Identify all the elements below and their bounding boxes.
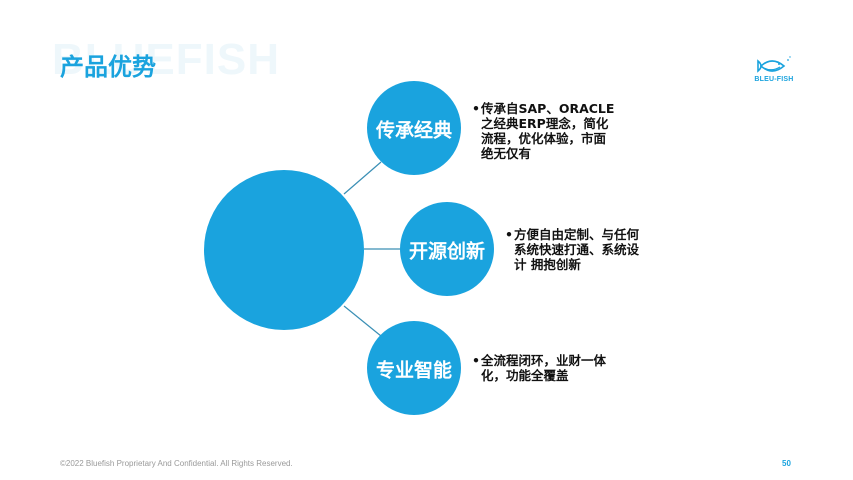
copyright-footer: ©2022 Bluefish Proprietary And Confident…	[60, 459, 293, 468]
watermark-text: BLUEFISH	[52, 35, 280, 84]
node-circle-intelligence	[367, 321, 461, 415]
bullet-icon: •	[505, 227, 513, 242]
node-circle-heritage	[367, 81, 461, 175]
node-description-heritage: • 传承自SAP、ORACLE 之经典ERP理念，简化 流程，优化体验，市面 绝…	[472, 101, 615, 161]
description-line: 全流程闭环，业财一体	[481, 353, 607, 368]
bullet-icon: •	[472, 101, 480, 116]
central-circle	[204, 170, 364, 330]
logo-text: BLEU-FISH	[754, 76, 794, 83]
fish-icon	[757, 56, 791, 73]
connector-line-top	[343, 161, 382, 195]
description-line: 计 拥抱创新	[514, 257, 581, 272]
node-description-opensource: • 方便自由定制、与任何 系统快速打通、系统设 计 拥抱创新	[505, 227, 640, 272]
connector-line-bottom	[343, 305, 382, 337]
bullet-icon: •	[472, 353, 480, 368]
description-line: 传承自SAP、ORACLE	[481, 101, 615, 116]
node-label-opensource: 开源创新	[408, 240, 486, 263]
node-circle-opensource	[400, 202, 494, 296]
description-line: 之经典ERP理念，简化	[481, 116, 609, 131]
bluefish-logo: BLEU-FISH	[752, 54, 796, 86]
page-number: 50	[782, 459, 791, 468]
description-line: 方便自由定制、与任何	[514, 227, 640, 242]
description-line: 系统快速打通、系统设	[514, 242, 640, 257]
node-label-heritage: 传承经典	[375, 119, 453, 142]
node-label-intelligence: 专业智能	[375, 359, 453, 382]
node-description-intelligence: • 全流程闭环，业财一体 化，功能全覆盖	[472, 353, 607, 383]
description-line: 流程，优化体验，市面	[481, 131, 607, 146]
description-line: 化，功能全覆盖	[481, 368, 569, 383]
description-line: 绝无仅有	[481, 146, 532, 161]
page-title: 产品优势	[60, 53, 156, 81]
